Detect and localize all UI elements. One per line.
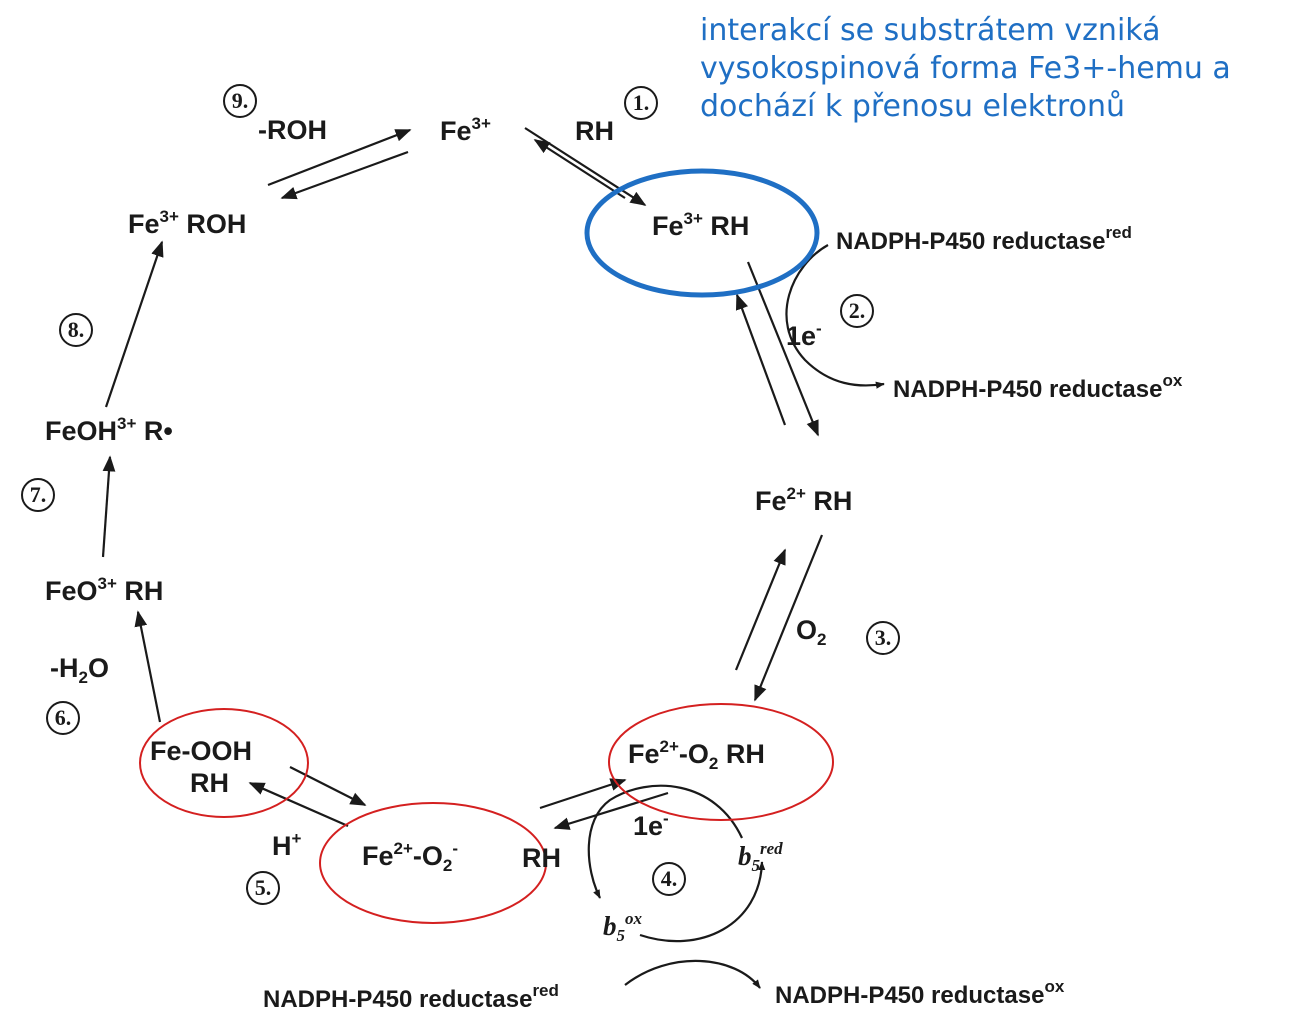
electron-step2: 1e- — [786, 319, 822, 351]
step-marker-3: 3. — [866, 621, 900, 655]
species-feoh3-radical: FeOH3+ R• — [45, 414, 173, 446]
step-marker-8: 8. — [59, 313, 93, 347]
substrate-rh: RH — [575, 116, 614, 146]
step-marker-5: 5. — [246, 871, 280, 905]
highlight-fe-ooh — [139, 708, 309, 818]
arrow-step2-forward — [746, 261, 820, 437]
species-feo3-rh: FeO3+ RH — [45, 574, 164, 606]
species-fe-ooh-rh: RH — [190, 768, 229, 798]
arrow-b5-red-to-ox — [587, 784, 743, 899]
annotation-line: vysokospinová forma Fe3+-hemu a — [700, 51, 1231, 86]
reagent-o2: O2 — [796, 615, 827, 649]
species-fe3: Fe3+ — [440, 114, 491, 146]
arrow-step6 — [134, 610, 162, 723]
species-fe3-rh: Fe3+ RH — [652, 209, 750, 241]
arrow-step3-forward — [753, 534, 824, 702]
reagent-proton: H+ — [272, 829, 302, 861]
electron-step4: 1e- — [633, 809, 669, 841]
highlight-fe3-rh — [584, 168, 820, 298]
cytochrome-b5-red: b5red — [738, 839, 783, 875]
substrate-rh-bottom: RH — [522, 843, 561, 873]
arrow-step3-reverse — [734, 548, 787, 671]
arrow-step1-reverse — [533, 139, 626, 199]
arrow-step7 — [101, 455, 116, 558]
step-marker-7: 7. — [21, 478, 55, 512]
nadph-reductase-ox-bottom: NADPH-P450 reductaseox — [775, 977, 1065, 1009]
annotation-line: interakcí se substrátem vzniká — [700, 13, 1161, 48]
species-fe-ooh: Fe-OOH — [150, 736, 253, 766]
arrow-step5-reverse — [248, 781, 349, 828]
arrow-electron-donor-step4 — [624, 959, 761, 989]
species-fe2-rh: Fe2+ RH — [755, 484, 853, 516]
step-marker-4: 4. — [652, 862, 686, 896]
arrow-electron-donor-step2 — [785, 244, 885, 389]
step-marker-9: 9. — [223, 84, 257, 118]
species-fe2-superoxide: Fe2+-O2- — [362, 839, 459, 875]
highlight-fe2-o2-rh — [608, 703, 834, 821]
arrow-step2-reverse — [735, 293, 787, 426]
cytochrome-b5-ox: b5ox — [603, 909, 642, 945]
arrow-b5-ox-to-red — [639, 861, 766, 943]
arrow-step5-forward — [289, 766, 367, 806]
nadph-reductase-red-bottom: NADPH-P450 reductasered — [263, 981, 559, 1013]
arrow-step8 — [104, 240, 164, 408]
arrow-step4-reverse — [553, 791, 669, 830]
product-minus-roh: -ROH — [258, 115, 327, 145]
arrow-step9-reverse — [280, 150, 409, 200]
highlight-fe2-o2-superoxide — [319, 802, 547, 924]
step-marker-2: 2. — [840, 294, 874, 328]
annotation-note: interakcí se substrátem vzniká vysokospi… — [700, 12, 1290, 126]
nadph-reductase-ox-top: NADPH-P450 reductaseox — [893, 371, 1183, 403]
reagent-minus-water: -H2O — [50, 653, 109, 687]
species-fe3-roh: Fe3+ ROH — [128, 207, 247, 239]
species-fe2-o2-rh: Fe2+-O2 RH — [628, 737, 765, 773]
step-marker-1: 1. — [624, 86, 658, 120]
arrow-step9-forward — [267, 128, 412, 187]
nadph-reductase-red-top: NADPH-P450 reductasered — [836, 223, 1132, 255]
step-marker-6: 6. — [46, 701, 80, 735]
arrow-step4-forward — [539, 778, 627, 810]
annotation-line: dochází k přenosu elektronů — [700, 89, 1125, 124]
